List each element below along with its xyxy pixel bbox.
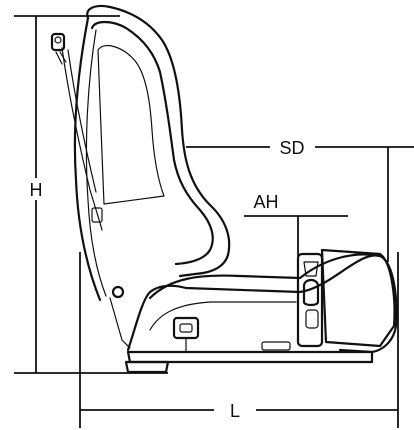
height-label: H [30, 180, 43, 200]
backrest-rear [73, 16, 102, 302]
backrest-rear-inner [85, 29, 107, 297]
hinge-knob [111, 285, 125, 299]
armrest-height-dimension [244, 215, 348, 256]
length-label: L [230, 401, 240, 421]
length-dimension [79, 252, 399, 428]
seat-front-block [320, 248, 396, 348]
harness-strap [61, 47, 103, 231]
backrest-outer [86, 4, 231, 278]
base-plate [126, 350, 374, 364]
backrest-cushion [97, 45, 165, 205]
belt-guide [296, 252, 324, 348]
armrest-height-label: AH [253, 192, 278, 212]
harness-strap-2 [67, 49, 97, 193]
base-slot [261, 341, 291, 351]
seat-base [126, 254, 398, 354]
base-sweep [149, 301, 297, 331]
seat-cushion [148, 253, 382, 300]
side-clip [91, 207, 103, 223]
height-dimension [14, 15, 168, 374]
seat-depth-label: SD [279, 138, 304, 158]
base-plate-foot [124, 360, 170, 374]
harness-adjuster-top [50, 32, 67, 65]
isofix-connector [172, 316, 200, 353]
seat-depth-dimension [186, 146, 414, 262]
seat-illustration [50, 4, 398, 374]
backrest-inner [90, 20, 214, 266]
